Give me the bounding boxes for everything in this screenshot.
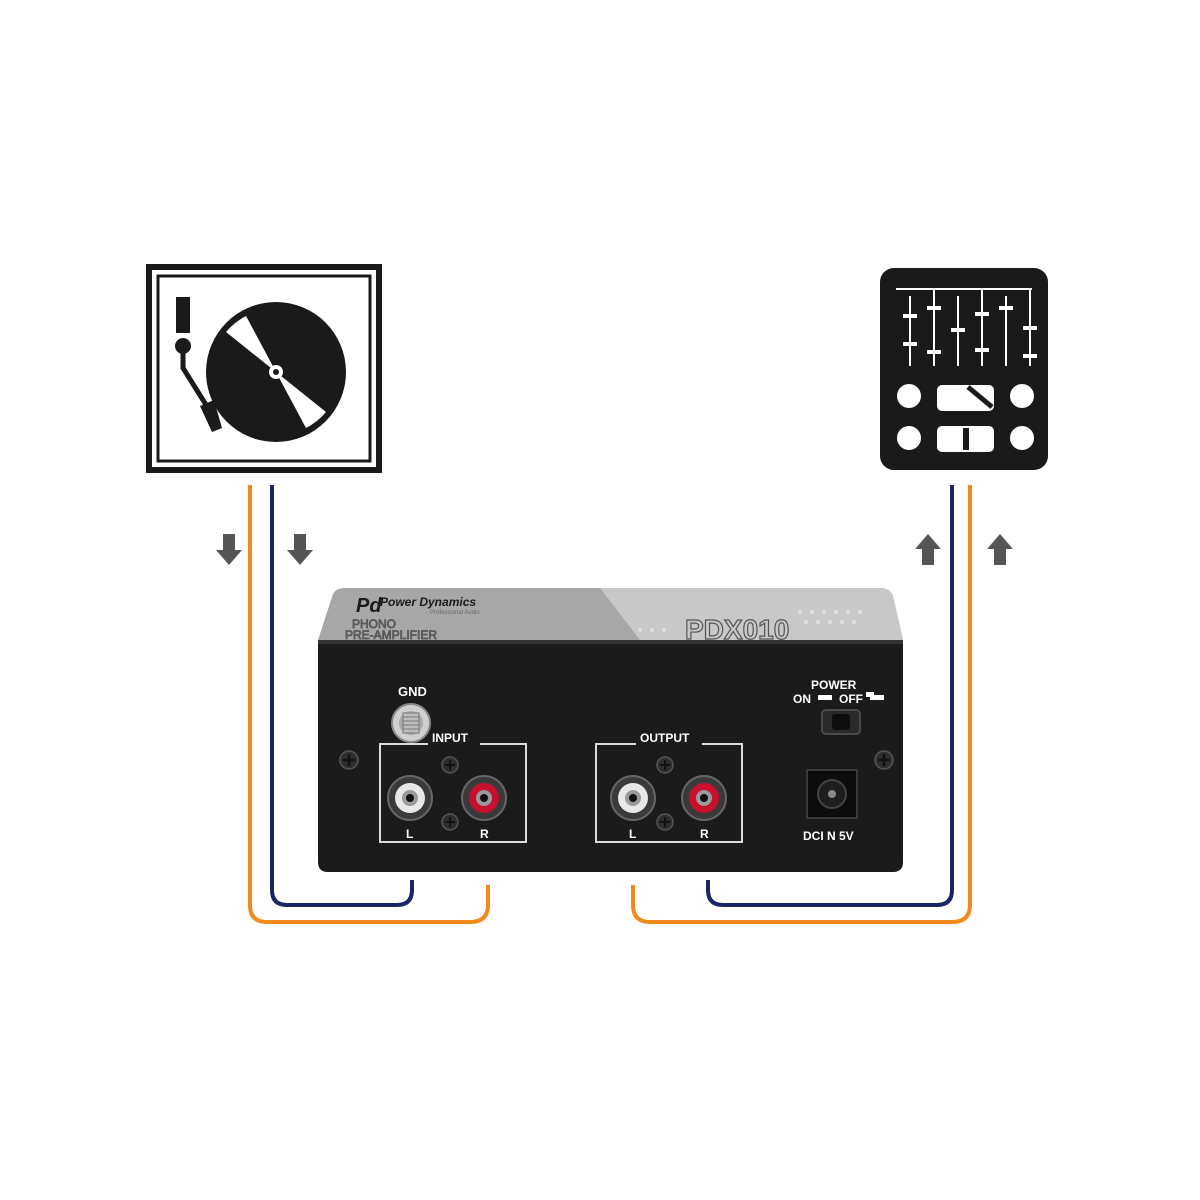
power-label: POWER <box>811 678 857 692</box>
output-cable-orange <box>631 485 972 924</box>
screw-icon <box>339 750 359 770</box>
screw-icon <box>441 756 459 774</box>
product-line-2: PRE-AMPLIFIER <box>345 628 437 642</box>
input-right-label: R <box>480 827 489 841</box>
output-right-jack[interactable] <box>681 775 727 821</box>
dc-power-jack[interactable] <box>806 769 858 819</box>
power-off-label: OFF <box>839 692 863 706</box>
input-cable-orange <box>248 485 490 924</box>
input-left-label: L <box>406 827 413 841</box>
screw-icon <box>656 813 674 831</box>
dj-mixer-icon <box>880 268 1048 470</box>
power-switch[interactable] <box>821 709 861 735</box>
output-left-label: L <box>629 827 636 841</box>
arrow-up-icon <box>987 534 1013 565</box>
brand-name: Power Dynamics <box>380 595 476 609</box>
gnd-label: GND <box>398 684 427 699</box>
ground-terminal[interactable] <box>391 703 431 743</box>
input-left-jack[interactable] <box>387 775 433 821</box>
output-left-jack[interactable] <box>610 775 656 821</box>
arrow-up-icon <box>915 534 941 565</box>
phono-preamp-device: Power Dynamics Professional Audio Pd PHO… <box>318 588 903 872</box>
input-right-jack[interactable] <box>461 775 507 821</box>
device-front-panel <box>318 640 903 872</box>
product-line-1: PHONO <box>352 617 396 631</box>
cables <box>248 485 972 924</box>
screw-icon <box>441 813 459 831</box>
input-label: INPUT <box>432 731 469 745</box>
signal-arrows <box>216 534 1013 565</box>
tonearm <box>175 297 222 432</box>
screw-icon <box>656 756 674 774</box>
power-on-label: ON <box>793 692 811 706</box>
turntable-icon <box>146 264 382 473</box>
brand-subtitle: Professional Audio <box>430 610 480 616</box>
dc-input-label: DCI N 5V <box>803 829 854 843</box>
dotted-pattern <box>638 610 862 632</box>
input-cable-navy <box>270 485 414 907</box>
screw-icon <box>874 750 894 770</box>
brand-logo: Pd <box>356 595 382 617</box>
arrow-down-icon <box>287 534 313 565</box>
arrow-down-icon <box>216 534 242 565</box>
output-right-label: R <box>700 827 709 841</box>
output-label: OUTPUT <box>640 731 690 745</box>
output-cable-navy <box>706 485 954 907</box>
